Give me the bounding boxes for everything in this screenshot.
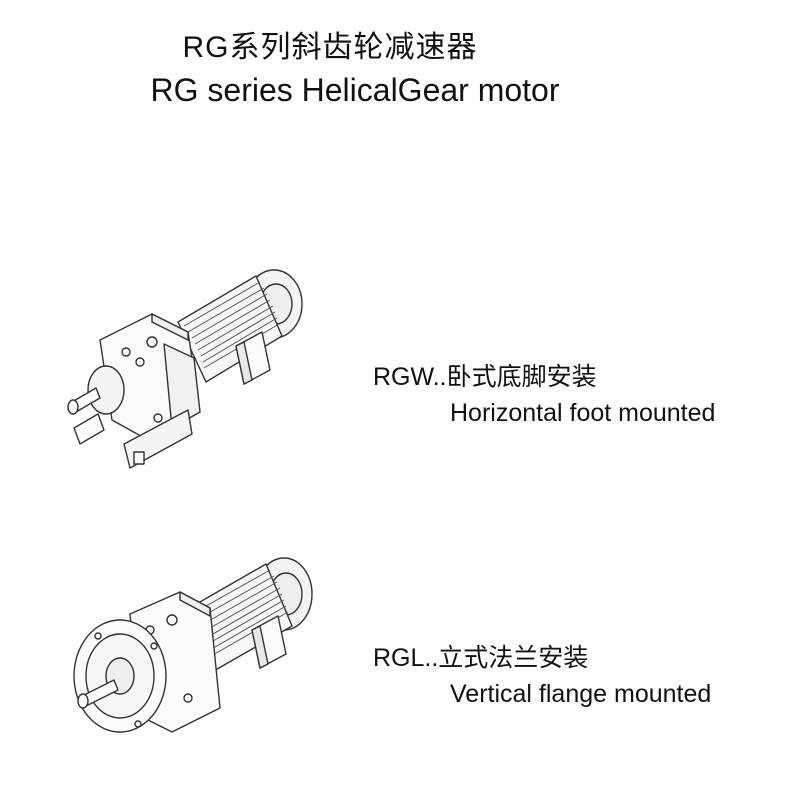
title-chinese: RG系列斜齿轮减速器: [182, 31, 478, 64]
variant-desc-horizontal: Horizontal foot mounted: [450, 399, 716, 427]
title-english: RG series HelicalGear motor: [150, 72, 560, 108]
variant-code-horizontal: RGW..卧式底脚安装: [373, 363, 597, 391]
flange-mounted-gear-motor-image: [60, 548, 330, 748]
foot-mounted-gear-motor-image: [60, 262, 320, 477]
variant-code-vertical: RGL..立式法兰安装: [373, 644, 589, 672]
variant-desc-vertical: Vertical flange mounted: [450, 680, 712, 708]
